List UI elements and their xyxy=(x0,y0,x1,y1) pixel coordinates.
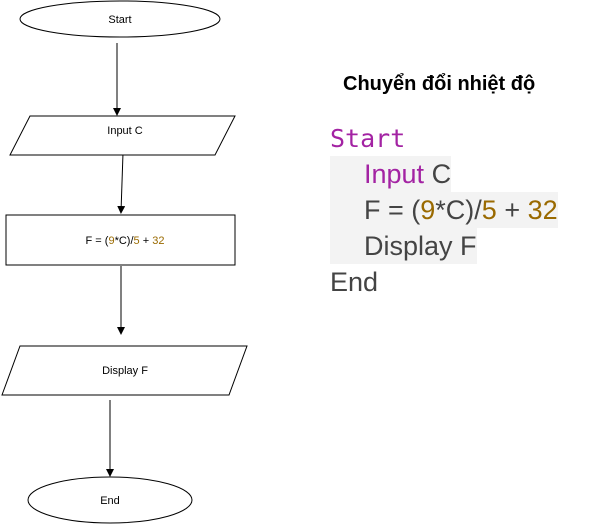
pseudocode-line-start: Start xyxy=(330,120,558,156)
formula-num-32: 32 xyxy=(152,235,164,247)
start-terminator xyxy=(19,0,221,38)
pseudocode-block: Start Input C F = (9*C)/5 + 32 Display F… xyxy=(330,120,558,300)
end-terminator xyxy=(27,476,193,524)
pseudocode-line-formula: F = (9*C)/5 + 32 xyxy=(330,192,558,228)
pseudocode-formula-part3: + xyxy=(496,195,528,225)
pseudocode-formula-part1: F = ( xyxy=(364,195,421,225)
formula-part2: *C)/ xyxy=(115,235,135,247)
end-label: End xyxy=(100,495,120,507)
pseudocode-title: Chuyển đổi nhiệt độ xyxy=(343,73,536,95)
connector-input-formula xyxy=(117,152,126,214)
formula-part3: + xyxy=(140,235,153,247)
indent-formula: F = (9*C)/5 + 32 xyxy=(330,192,558,228)
input-label: Input C xyxy=(107,125,143,137)
pseudocode-start: Start xyxy=(330,124,406,153)
pseudocode-num-5: 5 xyxy=(481,195,497,225)
indent-display: Display F xyxy=(330,228,477,264)
formula-label: F = (9*C)/5 + 32 xyxy=(86,235,165,247)
pseudocode-line-display: Display F xyxy=(330,228,558,264)
display-node xyxy=(1,345,248,396)
pseudocode-line-input: Input C xyxy=(330,156,558,192)
input-node xyxy=(9,115,236,156)
pseudocode-formula-part2: *C)/ xyxy=(435,195,482,225)
indent-input: Input C xyxy=(330,156,452,192)
formula-num-9: 9 xyxy=(108,235,114,247)
pseudocode-end: End xyxy=(330,267,379,297)
pseudocode-display: Display F xyxy=(364,231,477,261)
pseudocode-input-var: C xyxy=(424,159,452,189)
formula-process xyxy=(5,214,236,266)
display-label: Display F xyxy=(102,365,148,377)
pseudocode-num-32: 32 xyxy=(527,195,558,225)
formula-num-5: 5 xyxy=(134,235,140,247)
start-label: Start xyxy=(108,14,131,26)
pseudocode-num-9: 9 xyxy=(420,195,436,225)
formula-part1: F = ( xyxy=(86,235,109,247)
pseudocode-input-keyword: Input xyxy=(364,159,425,189)
pseudocode-line-end: End xyxy=(330,264,558,300)
